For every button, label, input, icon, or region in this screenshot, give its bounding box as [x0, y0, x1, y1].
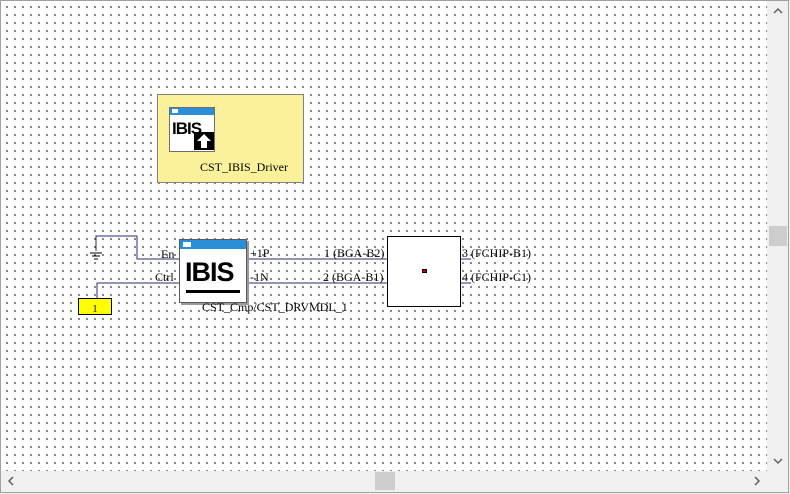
- pin-en-label: En: [161, 247, 175, 261]
- chevron-right-icon: [754, 476, 761, 486]
- source-value: 1: [92, 304, 98, 315]
- chevron-left-icon: [7, 476, 14, 486]
- connector-pin3-label: 3 (FCHIP-B1): [462, 246, 532, 260]
- wire-en-ground[interactable]: [95, 235, 179, 260]
- pin-n-label: -1N: [250, 270, 269, 284]
- ibis-driver-label: CST_IBIS_Driver: [200, 160, 288, 174]
- ground-icon: [90, 252, 102, 260]
- window-titlebar-square: [172, 109, 178, 113]
- chevron-down-icon: [773, 458, 783, 465]
- connector-pin4-label: 4 (FCHIP-C1): [462, 270, 532, 284]
- horizontal-scrollbar[interactable]: [1, 471, 767, 491]
- upload-arrow-icon: [194, 132, 214, 150]
- connector-block[interactable]: [387, 236, 461, 307]
- window-titlebar: [170, 108, 214, 115]
- horizontal-scroll-thumb[interactable]: [375, 472, 395, 490]
- schematic-canvas[interactable]: IBIS CST_IBIS_Driver IBIS En Ctrl +1P -1…: [1, 1, 767, 471]
- pin-p-label: +1P: [250, 246, 270, 260]
- vertical-scroll-thumb[interactable]: [769, 226, 787, 246]
- wire-ctrl-source[interactable]: [96, 282, 179, 298]
- ibis-driver-icon: IBIS: [169, 107, 215, 152]
- source-block[interactable]: 1: [78, 298, 112, 315]
- component-name-label: CST_Cmp/CST_DRVMDL_1: [202, 300, 348, 314]
- scroll-down-button[interactable]: [770, 453, 786, 469]
- scrollbar-corner: [768, 471, 788, 491]
- ibis-component[interactable]: IBIS: [179, 239, 247, 303]
- scroll-left-button[interactable]: [3, 473, 19, 489]
- ibis-driver-block[interactable]: IBIS CST_IBIS_Driver: [157, 94, 304, 183]
- ibis-component-icon-text: IBIS: [185, 257, 235, 287]
- connector-pin1-label: 1 (BGA-B2): [324, 246, 385, 260]
- scroll-right-button[interactable]: [749, 473, 765, 489]
- connector-pin2-label: 2 (BGA-B1): [323, 270, 384, 284]
- pin-ctrl-label: Ctrl: [155, 270, 174, 284]
- vertical-scrollbar[interactable]: [768, 1, 788, 471]
- component-titlebar: [180, 240, 246, 249]
- scroll-up-button[interactable]: [770, 3, 786, 19]
- component-titlebar-square: [183, 242, 191, 247]
- wire-layer: [90, 235, 471, 298]
- connector-center-marker: [422, 269, 427, 273]
- component-underline: [186, 290, 240, 293]
- chevron-up-icon: [773, 7, 783, 14]
